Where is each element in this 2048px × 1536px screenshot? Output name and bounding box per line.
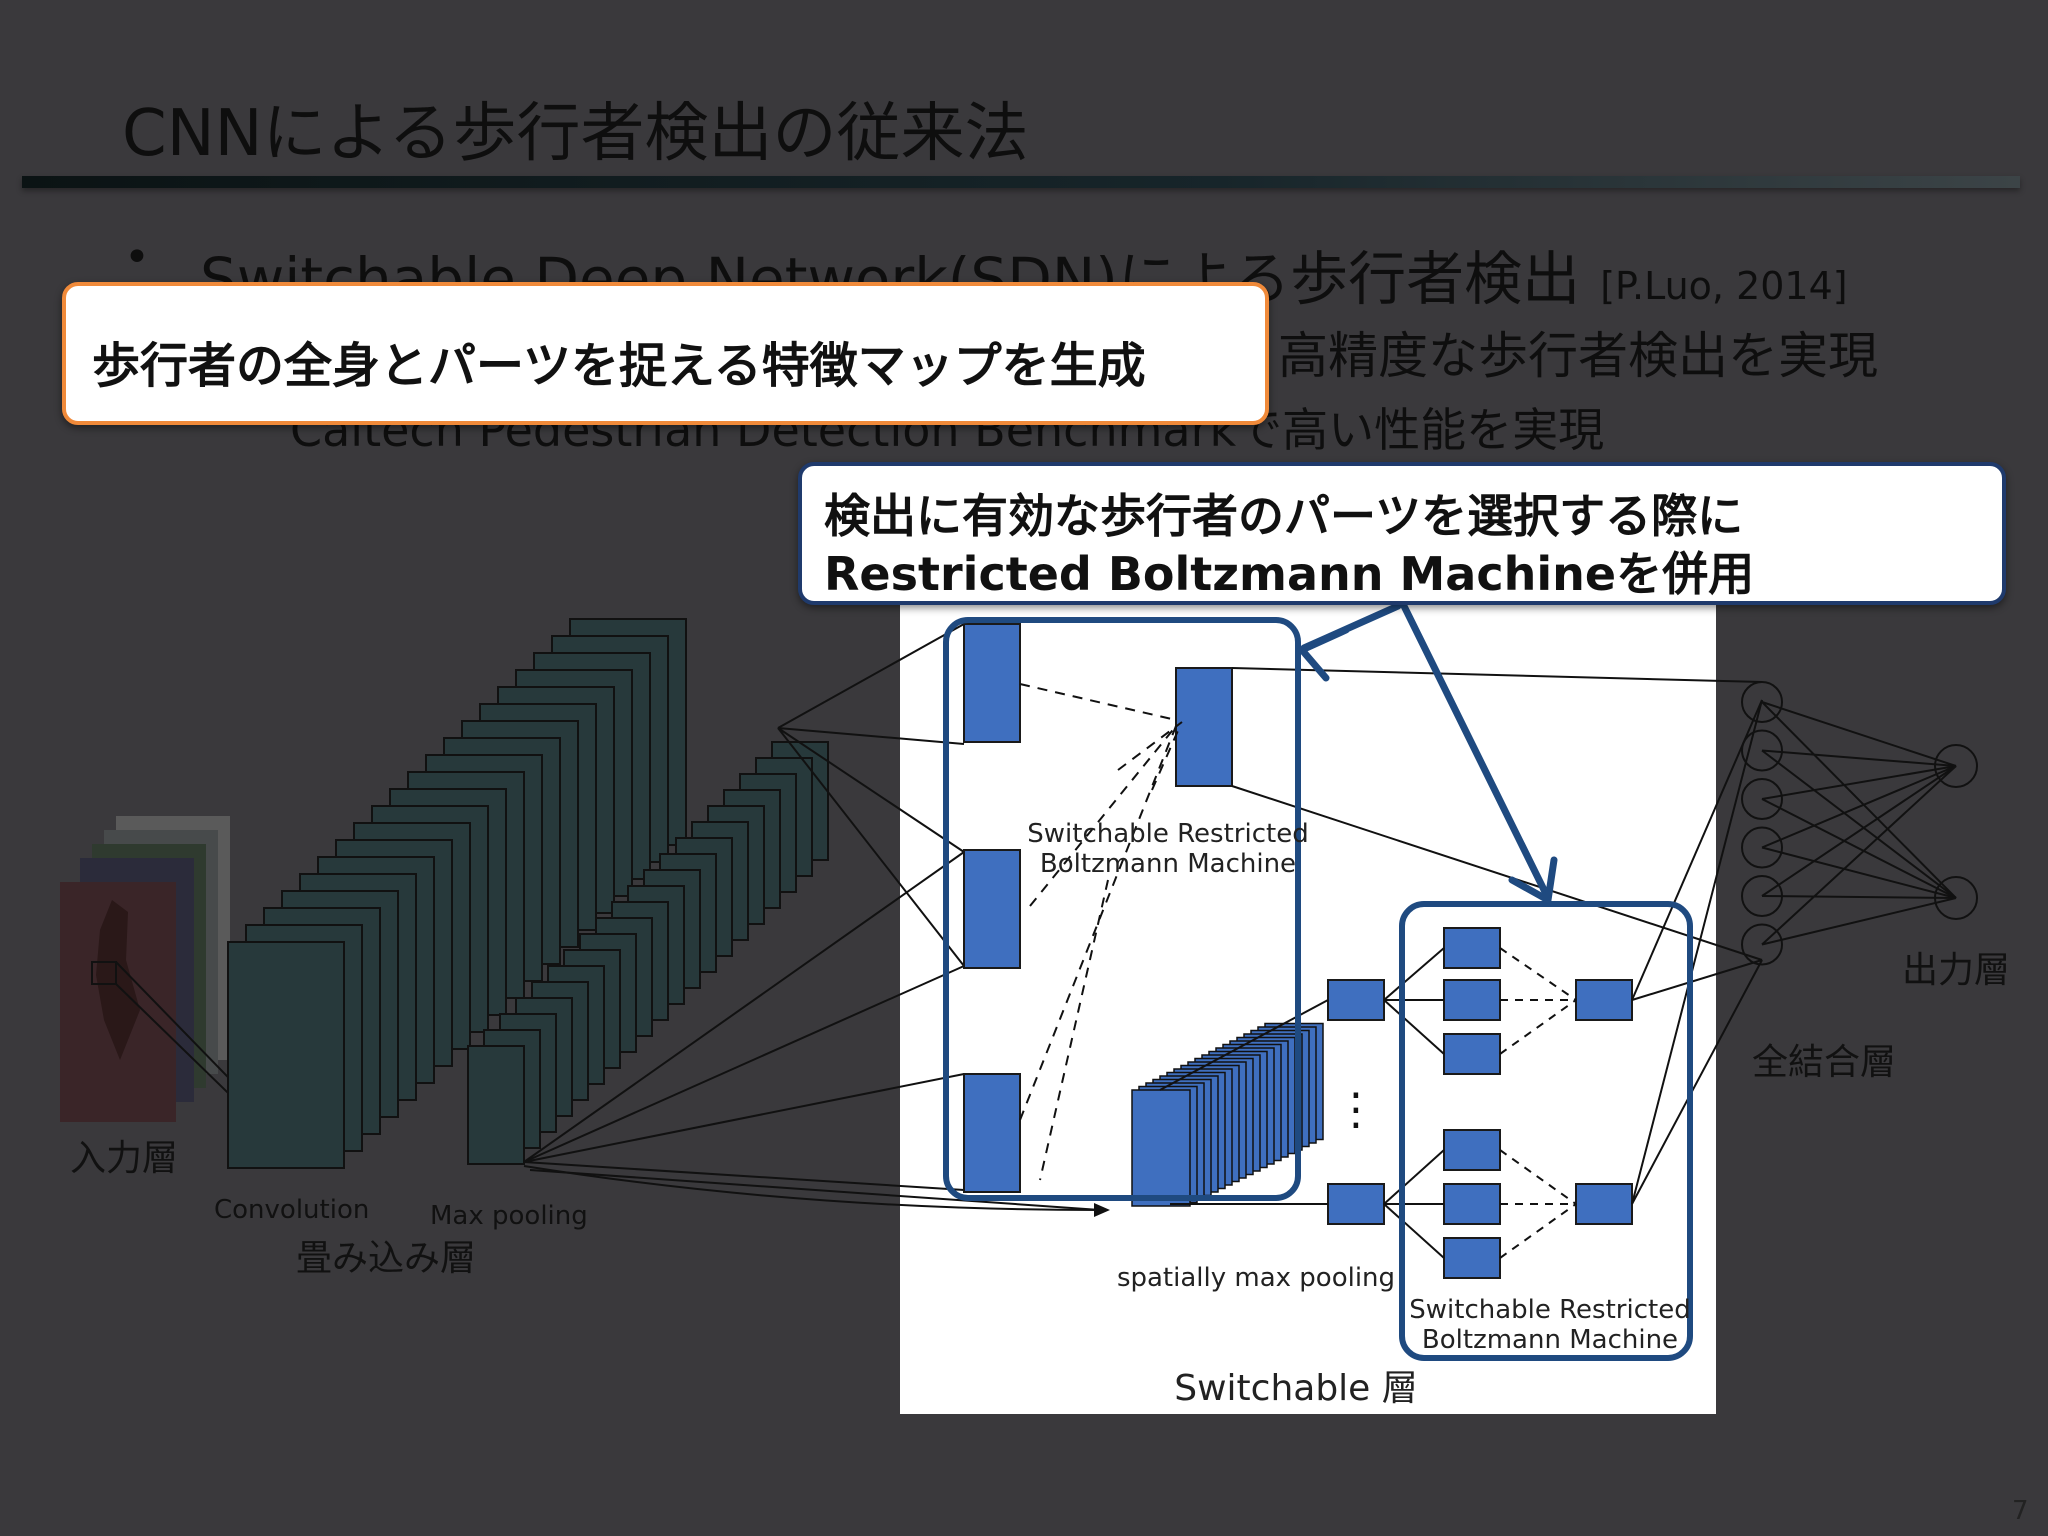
fc-hidden-neuron — [1741, 778, 1783, 820]
fc-output-neuron — [1934, 744, 1978, 788]
fc-edge — [1761, 701, 1957, 899]
citation: [P.Luo, 2014] — [1600, 264, 1848, 308]
slide-title: CNNによる歩行者検出の従来法 — [122, 97, 1029, 171]
sub-line-benchmark-visible: 性能を実現 — [1374, 403, 1605, 457]
spm-map — [1131, 1089, 1191, 1207]
convolution-feature-maps — [227, 618, 687, 1169]
input-image-stack — [60, 816, 259, 1123]
spatial-maxpool-stack — [1131, 1022, 1324, 1207]
fc-edge — [1761, 749, 1957, 899]
fc-edge — [1761, 765, 1957, 946]
srbm-dashed-links-bottom — [1499, 947, 1577, 1259]
callout-arrows — [1296, 602, 1558, 906]
switchable-layer-label: Switchable 層 — [1174, 1368, 1418, 1409]
fc-connections — [1761, 701, 1957, 946]
part-blocks — [963, 623, 1233, 1193]
maxpool-feature-maps — [467, 741, 829, 1165]
fc-edge — [1761, 798, 1957, 899]
fc-edge — [1761, 765, 1957, 849]
fc-edge — [1761, 765, 1957, 800]
sub-line-accuracy: 高精度な歩行者検出を実現 — [1278, 327, 1878, 385]
fc-edge — [1761, 701, 1957, 767]
conv-layer-label: 畳み込み層 — [296, 1238, 476, 1279]
convolution-label: Convolution — [214, 1195, 369, 1225]
callout-rbm-line1: 検出に有効な歩行者のパーツを選択する際に — [824, 489, 1744, 543]
callout-feature-map: 歩行者の全身とパーツを捉える特徴マップを生成 — [62, 282, 1269, 425]
fc-output-neuron — [1934, 876, 1978, 920]
srbm-bottom-label-line1: Switchable Restricted — [1409, 1295, 1690, 1325]
diagram-labels: 入力層 Convolution Max pooling 畳み込み層 Switch… — [70, 819, 2010, 1409]
fc-neurons — [1741, 681, 1978, 966]
srbm-bottom-label-line2: Boltzmann Machine — [1422, 1325, 1678, 1355]
callout-feature-map-text: 歩行者の全身とパーツを捉える特徴マップを生成 — [92, 338, 1146, 394]
fc-hidden-neuron — [1741, 729, 1783, 772]
fc-edge — [1761, 765, 1957, 897]
pool-map — [467, 1045, 525, 1165]
pool-arrowhead — [1094, 1203, 1110, 1217]
fc-edge — [1761, 749, 1957, 767]
page-number: 7 — [2012, 1496, 2029, 1526]
fc-hidden-neuron — [1741, 826, 1783, 869]
highlight-srbm — [1399, 901, 1693, 1361]
srbm-blocks — [1327, 927, 1633, 1279]
vertical-ellipsis: ⋮ — [1334, 1084, 1378, 1135]
pool-connections — [523, 623, 1101, 1211]
srbm-dashed-links-top — [1019, 683, 1183, 1181]
conv-map — [227, 941, 345, 1169]
srbm-top-label-line2: Boltzmann Machine — [1040, 849, 1296, 879]
fc-edge — [1761, 846, 1957, 899]
title-divider — [22, 176, 2020, 188]
highlight-part-column — [943, 617, 1301, 1201]
fc-layer-label: 全結合層 — [1752, 1042, 1896, 1083]
fc-hidden-neuron — [1741, 681, 1783, 723]
spatial-maxpool-label: spatially max pooling — [1117, 1263, 1395, 1293]
fc-edge — [1761, 897, 1957, 946]
callout-rbm-line2: Restricted Boltzmann Machineを併用 — [824, 547, 1755, 601]
fc-hidden-neuron — [1741, 875, 1783, 917]
callout-rbm: 検出に有効な歩行者のパーツを選択する際に Restricted Boltzman… — [798, 462, 2006, 605]
srbm-top-label-line1: Switchable Restricted — [1027, 819, 1308, 849]
fc-edge — [1761, 895, 1957, 899]
fc-hidden-neuron — [1741, 923, 1783, 966]
bullet-mark: • — [124, 232, 150, 283]
maxpool-label: Max pooling — [430, 1201, 588, 1231]
input-layer-label: 入力層 — [70, 1138, 178, 1179]
output-layer-label: 出力層 — [1902, 950, 2010, 991]
